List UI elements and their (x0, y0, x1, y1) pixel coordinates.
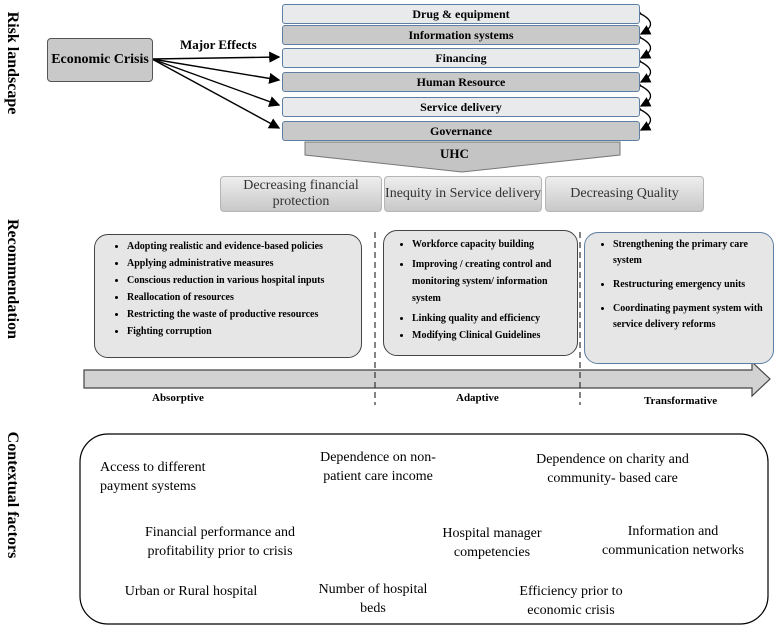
ctx-payment-systems: Access to different payment systems (100, 460, 206, 494)
rec-item: Adopting realistic and evidence-based po… (127, 241, 361, 252)
outcome-financial-protection: Decreasing financial protection (220, 176, 382, 212)
rec-item: Modifying Clinical Guidelines (412, 330, 573, 341)
rec-item: Linking quality and efficiency (412, 313, 573, 324)
phase-transformative: Transformative (644, 395, 718, 407)
effect-governance: Governance (282, 121, 640, 141)
economic-crisis-label: Economic Crisis (51, 52, 149, 67)
effect-service-delivery: Service delivery (282, 97, 640, 117)
rec-item: Applying administrative measures (127, 258, 361, 269)
rec-item: Improving / creating control and monitor… (412, 256, 573, 307)
absorptive-recommendations: Adopting realistic and evidence-based po… (94, 234, 362, 358)
effect-drug-equipment: Drug & equipment (282, 4, 640, 24)
rec-item: Fighting corruption (127, 326, 361, 337)
outcome-decreasing-quality: Decreasing Quality (545, 176, 704, 212)
rec-item: Conscious reduction in various hospital … (127, 275, 361, 286)
ctx-non-patient-income: Dependence on non-patient care income (320, 450, 436, 484)
ctx-financial-performance: Financial performance and profitability … (144, 525, 296, 559)
uhc-label: UHC (440, 146, 469, 161)
ctx-urban-rural: Urban or Rural hospital (124, 584, 258, 599)
rec-item: Reallocation of resources (127, 292, 361, 303)
ctx-efficiency: Efficiency prior to economic crisis (519, 584, 623, 618)
rec-item: Restructuring emergency units (613, 277, 769, 293)
ctx-charity-care: Dependence on charity and community- bas… (536, 452, 689, 486)
effect-human-resource: Human Resource (282, 72, 640, 92)
phase-absorptive: Absorptive (152, 392, 204, 404)
rec-item: Coordinating payment system with service… (613, 301, 769, 333)
rec-item: Strengthening the primary care system (613, 237, 769, 269)
effect-information-systems: Information systems (282, 25, 640, 45)
adaptive-recommendations: Workforce capacity building Improving / … (383, 230, 578, 356)
transformative-recommendations: Strengthening the primary care system Re… (584, 232, 774, 364)
rec-item: Workforce capacity building (412, 239, 573, 250)
ctx-manager-competencies: Hospital manager competencies (442, 526, 542, 560)
economic-crisis-box: Economic Crisis (47, 38, 153, 82)
major-effects-label: Major Effects (180, 37, 257, 52)
ctx-hospital-beds: Number of hospital beds (318, 582, 428, 616)
phase-adaptive: Adaptive (456, 392, 499, 404)
ctx-information-networks: Information and communication networks (602, 524, 744, 558)
effect-financing: Financing (282, 48, 640, 68)
rec-item: Restricting the waste of productive reso… (127, 309, 361, 320)
outcome-inequity: Inequity in Service delivery (384, 176, 542, 212)
